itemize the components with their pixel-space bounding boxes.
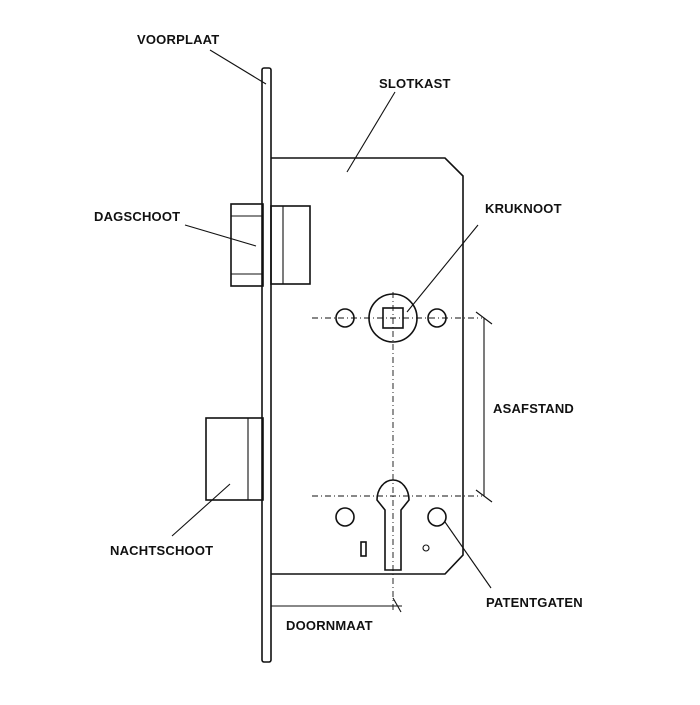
- handle-follower: [335, 293, 447, 343]
- slotkast-leader: [346, 91, 396, 173]
- voorplaat-label: VOORPLAAT: [137, 32, 219, 47]
- front-plate: [261, 67, 272, 663]
- nachtschoot-leader: [171, 483, 231, 537]
- nachtschoot-label: NACHTSCHOOT: [110, 543, 213, 558]
- patentgaten-leader: [444, 521, 492, 589]
- latch-bolt: [230, 203, 311, 287]
- patentgaten-label: PATENTGATEN: [486, 595, 583, 610]
- cylinder-hole: [335, 479, 447, 571]
- lock-case: [271, 157, 464, 575]
- asafstand-dimension: [475, 311, 493, 503]
- slotkast-label: SLOTKAST: [379, 76, 451, 91]
- dagschoot-label: DAGSCHOOT: [94, 209, 180, 224]
- dead-bolt: [205, 417, 264, 501]
- kruknoot-label: KRUKNOOT: [485, 201, 562, 216]
- asafstand-label: ASAFSTAND: [493, 401, 574, 416]
- kruknoot-leader: [406, 224, 479, 313]
- voorplaat-leader: [209, 49, 267, 85]
- dagschoot-leader: [184, 224, 257, 247]
- doornmaat-label: DOORNMAAT: [286, 618, 373, 633]
- doornmaat-dimension: [271, 597, 402, 613]
